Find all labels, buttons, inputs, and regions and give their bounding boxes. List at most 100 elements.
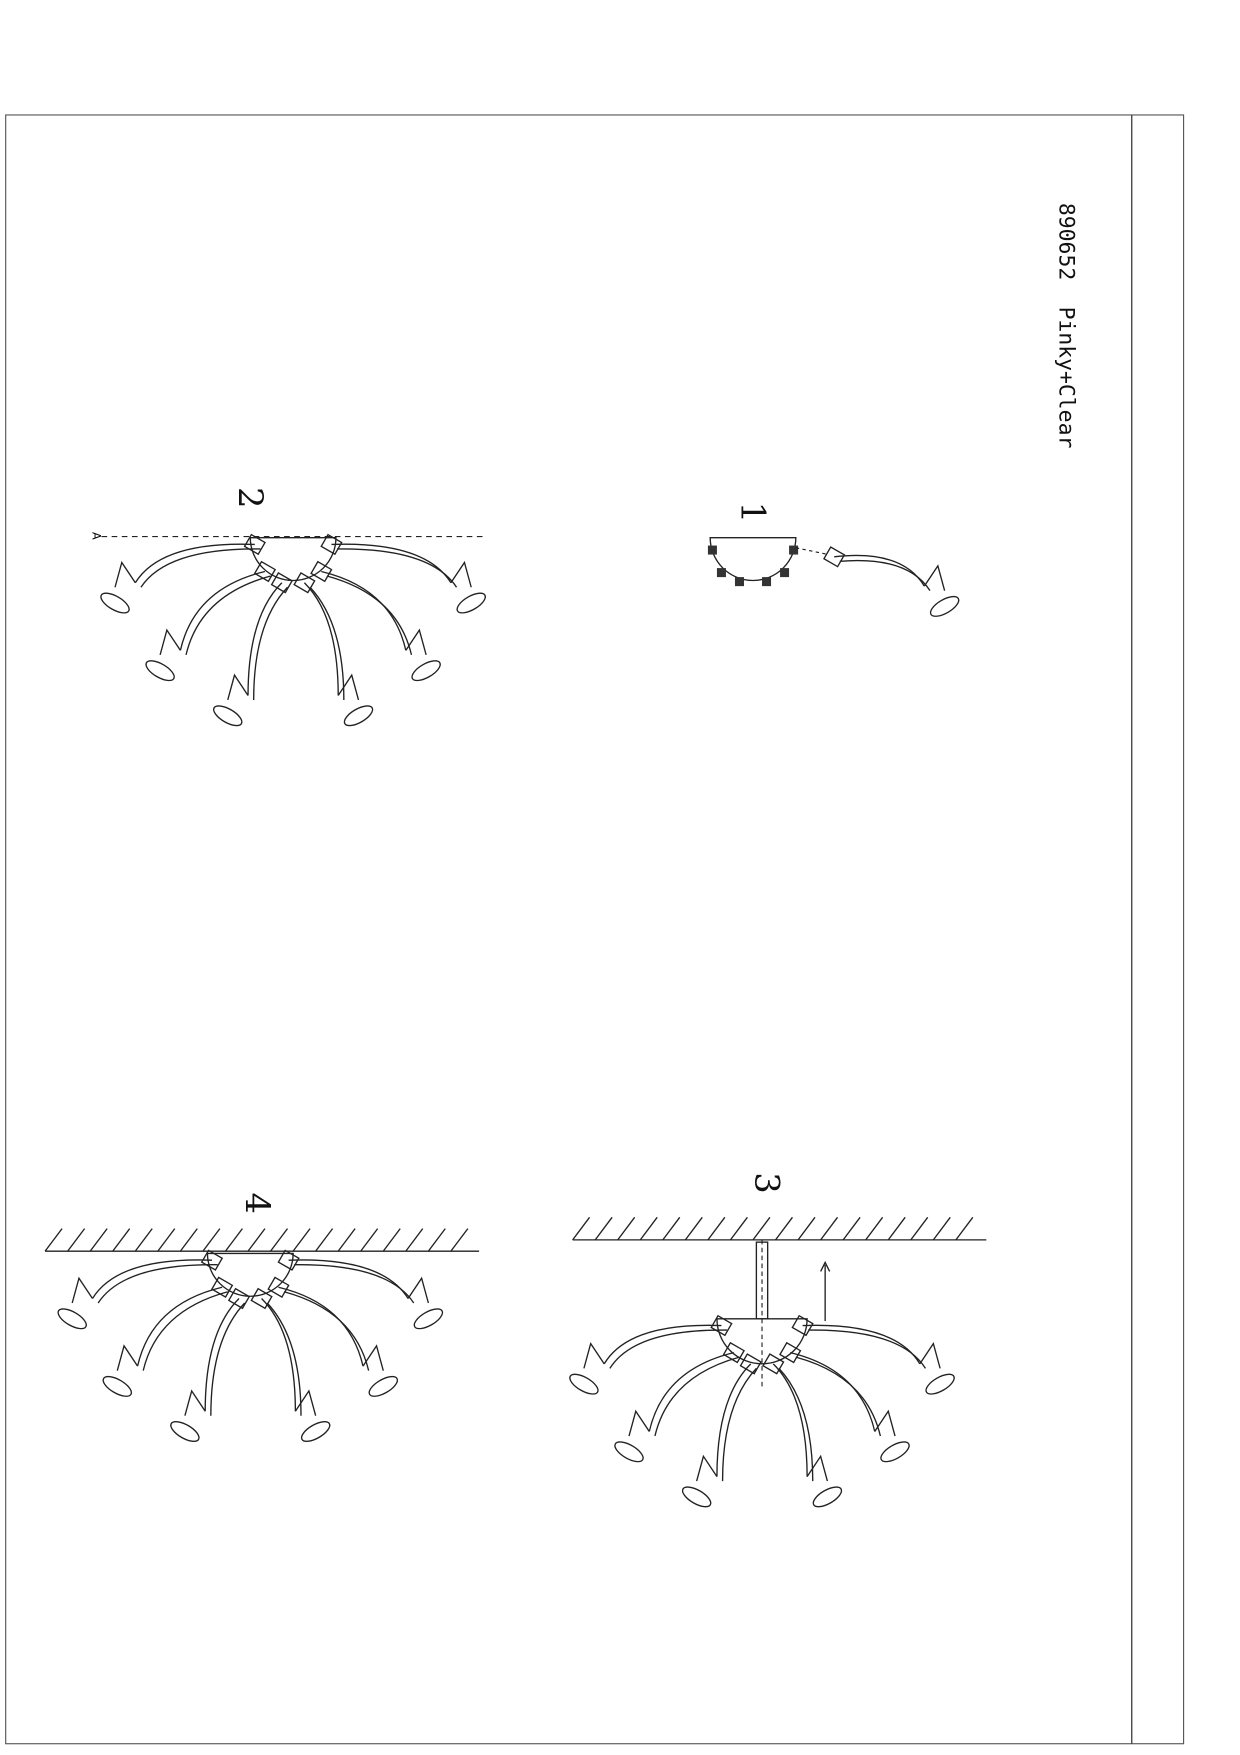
arm-outline <box>252 586 288 700</box>
ceiling-hatch <box>572 1216 591 1241</box>
arm-outline <box>288 1259 409 1299</box>
arm-socket <box>250 1287 273 1310</box>
ceiling-hatch <box>67 1228 86 1252</box>
arm-socket <box>739 1353 762 1375</box>
ceiling-hatch <box>775 1216 793 1241</box>
arm-socket <box>722 1341 745 1364</box>
ceiling-hatch <box>955 1216 974 1241</box>
ceiling-hatch <box>729 1216 748 1241</box>
arm-socket <box>277 1249 300 1271</box>
arm-twist <box>159 628 181 656</box>
arm-twist <box>184 1389 206 1416</box>
arm-socket <box>710 1314 733 1337</box>
arm-twist <box>71 1276 94 1304</box>
arm-outline <box>142 1291 228 1371</box>
ceiling-hatch <box>617 1216 636 1241</box>
ceiling-hatch <box>887 1216 906 1241</box>
arm-socket <box>270 572 293 594</box>
product-title: 890652 Pinky+Clear <box>1054 203 1079 449</box>
step-3-label: 3 <box>747 1172 786 1194</box>
arm-outline <box>326 575 413 656</box>
ceiling-hatch <box>707 1216 726 1241</box>
ceiling-hatch <box>337 1228 356 1252</box>
ceiling-hatch <box>450 1228 469 1252</box>
step-2-label: 2 <box>231 487 270 509</box>
ceiling-hatch <box>405 1228 424 1252</box>
arm-twist <box>695 1454 718 1482</box>
arm-socket <box>293 572 316 594</box>
arm-outline <box>303 582 339 696</box>
ceiling-hatch <box>202 1228 221 1252</box>
arm-socket <box>243 533 266 556</box>
arm-socket <box>762 1353 785 1375</box>
section-marker-a: A <box>89 532 102 540</box>
arm-twist <box>583 1341 605 1369</box>
arm-outline <box>603 1324 722 1365</box>
arm-outline <box>648 1351 735 1432</box>
arm-twist <box>450 560 472 588</box>
canopy-dome <box>249 536 337 582</box>
arm-twist <box>919 1341 941 1369</box>
arm-socket <box>200 1249 224 1271</box>
leaf <box>569 1373 599 1395</box>
arm-outline <box>772 1363 808 1477</box>
leaf <box>170 1421 200 1443</box>
product-code: 890652 <box>1054 203 1079 280</box>
arm-socket <box>253 560 277 583</box>
arm-outline <box>321 570 407 651</box>
arm-outline <box>309 586 345 700</box>
leaf <box>880 1441 910 1463</box>
arm-outline <box>331 543 452 584</box>
arm-outline <box>136 1286 223 1367</box>
arm-twist <box>337 673 360 701</box>
arm-outline <box>337 548 458 588</box>
frame-border <box>5 114 1185 1745</box>
arm-socket <box>791 1314 814 1337</box>
arm-connector <box>716 568 726 578</box>
step-1-label: 1 <box>734 502 773 524</box>
arm-outline <box>721 1367 757 1482</box>
step-4-label: 4 <box>238 1193 277 1215</box>
leaf <box>368 1375 399 1397</box>
arm-socket <box>267 1276 290 1298</box>
arm-outline <box>97 1264 218 1304</box>
arrow-head <box>820 1260 831 1272</box>
svg-text:2: 2 <box>231 487 270 509</box>
arm-socket <box>823 546 846 568</box>
ceiling-hatch <box>684 1216 703 1241</box>
arm-socket <box>320 533 343 556</box>
leaf <box>413 1308 444 1330</box>
ceiling-hatch <box>865 1216 884 1241</box>
ceiling-hatch <box>797 1216 816 1241</box>
arm-outline <box>839 559 931 592</box>
leaf <box>300 1421 331 1443</box>
arm-twist <box>114 560 136 588</box>
leaf <box>812 1486 843 1508</box>
leaf <box>100 592 130 614</box>
arm-twist <box>874 1409 896 1437</box>
arm-socket <box>310 560 333 583</box>
leaf <box>57 1308 87 1330</box>
ceiling-hatch <box>820 1216 839 1241</box>
ceiling-hatch <box>112 1228 131 1252</box>
arm-socket <box>779 1341 802 1364</box>
arm-outline <box>134 543 255 584</box>
arm-twist <box>362 1344 384 1371</box>
ceiling-hatch <box>224 1228 243 1252</box>
arm-outline <box>716 1363 752 1477</box>
svg-text:4: 4 <box>238 1193 277 1215</box>
arm-connector <box>734 577 744 587</box>
leaf <box>456 592 486 614</box>
arm-outline <box>795 1356 882 1437</box>
leaf <box>929 595 960 617</box>
leaf <box>102 1375 133 1397</box>
ceiling-hatch <box>639 1216 658 1241</box>
arm-outline <box>278 1286 364 1367</box>
ceiling-hatch <box>157 1228 176 1252</box>
arm-outline <box>179 570 266 651</box>
arm-twist <box>294 1389 317 1416</box>
ceiling-hatch <box>932 1216 951 1241</box>
svg-text:A: A <box>89 532 102 540</box>
arm-outline <box>185 575 271 656</box>
